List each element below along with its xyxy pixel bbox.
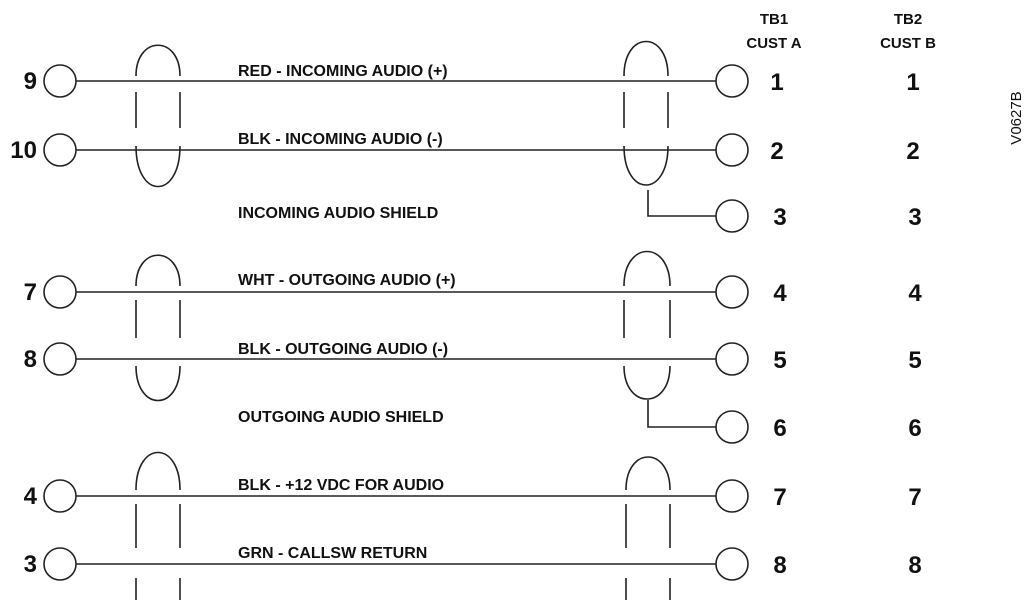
tb1-pin-number: 7 bbox=[773, 484, 786, 511]
tb1-terminal bbox=[715, 547, 749, 581]
shield-drain-wire bbox=[647, 190, 717, 217]
tb2-pin-number: 6 bbox=[908, 415, 921, 442]
left-pin-number: 9 bbox=[24, 68, 37, 95]
wire-label: GRN - CALLSW RETURN bbox=[238, 545, 427, 562]
left-terminal bbox=[43, 479, 77, 513]
left-pin-number: 7 bbox=[24, 279, 37, 306]
wire-label: BLK - OUTGOING AUDIO (-) bbox=[238, 341, 448, 358]
left-terminal bbox=[43, 547, 77, 581]
left-pin-number: 3 bbox=[24, 551, 37, 578]
tb2-header-line2: CUST B bbox=[880, 35, 936, 52]
connection-row-3: INCOMING AUDIO SHIELD 3 3 bbox=[238, 190, 922, 233]
left-pin-number: 10 bbox=[10, 137, 37, 164]
connection-row-1: 9 RED - INCOMING AUDIO (+) 1 1 bbox=[24, 63, 920, 98]
tb2-pin-number: 3 bbox=[908, 204, 921, 231]
connection-row-7: 4 BLK - +12 VDC FOR AUDIO 7 7 bbox=[24, 477, 922, 513]
wire-label: WHT - OUTGOING AUDIO (+) bbox=[238, 272, 456, 289]
tb2-pin-number: 7 bbox=[908, 484, 921, 511]
connection-row-6: OUTGOING AUDIO SHIELD 6 6 bbox=[238, 400, 922, 444]
drawing-code: V0627B bbox=[1008, 91, 1024, 144]
tb2-pin-number: 1 bbox=[906, 69, 919, 96]
shield-drain-wire bbox=[647, 400, 717, 428]
left-terminal bbox=[43, 342, 77, 376]
tb2-header-line1: TB2 bbox=[894, 11, 922, 28]
tb2-pin-number: 8 bbox=[908, 552, 921, 579]
shield-label: OUTGOING AUDIO SHIELD bbox=[238, 409, 444, 426]
tb1-pin-number: 4 bbox=[773, 280, 787, 307]
tb2-pin-number: 5 bbox=[908, 347, 921, 374]
tb1-terminal bbox=[715, 342, 749, 376]
connection-row-5: 8 BLK - OUTGOING AUDIO (-) 5 5 bbox=[24, 341, 922, 376]
wire-label: BLK - INCOMING AUDIO (-) bbox=[238, 131, 443, 148]
tb1-terminal bbox=[715, 64, 749, 98]
tb1-header-line2: CUST A bbox=[746, 35, 801, 52]
tb1-terminal bbox=[715, 410, 749, 444]
tb1-pin-number: 2 bbox=[770, 138, 783, 165]
tb1-pin-number: 5 bbox=[773, 347, 786, 374]
tb1-pin-number: 3 bbox=[773, 204, 786, 231]
tb1-header-line1: TB1 bbox=[760, 11, 788, 28]
cable-shield-left-2 bbox=[135, 254, 181, 402]
left-terminal bbox=[43, 275, 77, 309]
cable-shield-right-2 bbox=[623, 250, 671, 400]
wire-label: BLK - +12 VDC FOR AUDIO bbox=[238, 477, 444, 494]
tb1-pin-number: 8 bbox=[773, 552, 786, 579]
cable-shield-left-1 bbox=[135, 44, 181, 188]
tb2-pin-number: 4 bbox=[908, 280, 922, 307]
cable-shield-left-3 bbox=[135, 451, 181, 600]
left-pin-number: 4 bbox=[24, 483, 38, 510]
connection-row-4: 7 WHT - OUTGOING AUDIO (+) 4 4 bbox=[24, 272, 922, 309]
tb2-pin-number: 2 bbox=[906, 138, 919, 165]
cable-shield-right-3 bbox=[625, 456, 671, 600]
connection-row-2: 10 BLK - INCOMING AUDIO (-) 2 2 bbox=[10, 131, 920, 167]
wire-label: RED - INCOMING AUDIO (+) bbox=[238, 63, 448, 80]
left-pin-number: 8 bbox=[24, 346, 37, 373]
left-terminal bbox=[43, 64, 77, 98]
tb1-terminal bbox=[715, 199, 749, 233]
tb1-terminal bbox=[715, 133, 749, 167]
tb1-terminal bbox=[715, 479, 749, 513]
cable-shield-right-1 bbox=[623, 40, 669, 186]
tb1-pin-number: 6 bbox=[773, 415, 786, 442]
connection-row-8: 3 GRN - CALLSW RETURN 8 8 bbox=[24, 545, 922, 581]
tb1-pin-number: 1 bbox=[770, 69, 783, 96]
tb1-terminal bbox=[715, 275, 749, 309]
shield-label: INCOMING AUDIO SHIELD bbox=[238, 205, 438, 222]
left-terminal bbox=[43, 133, 77, 167]
